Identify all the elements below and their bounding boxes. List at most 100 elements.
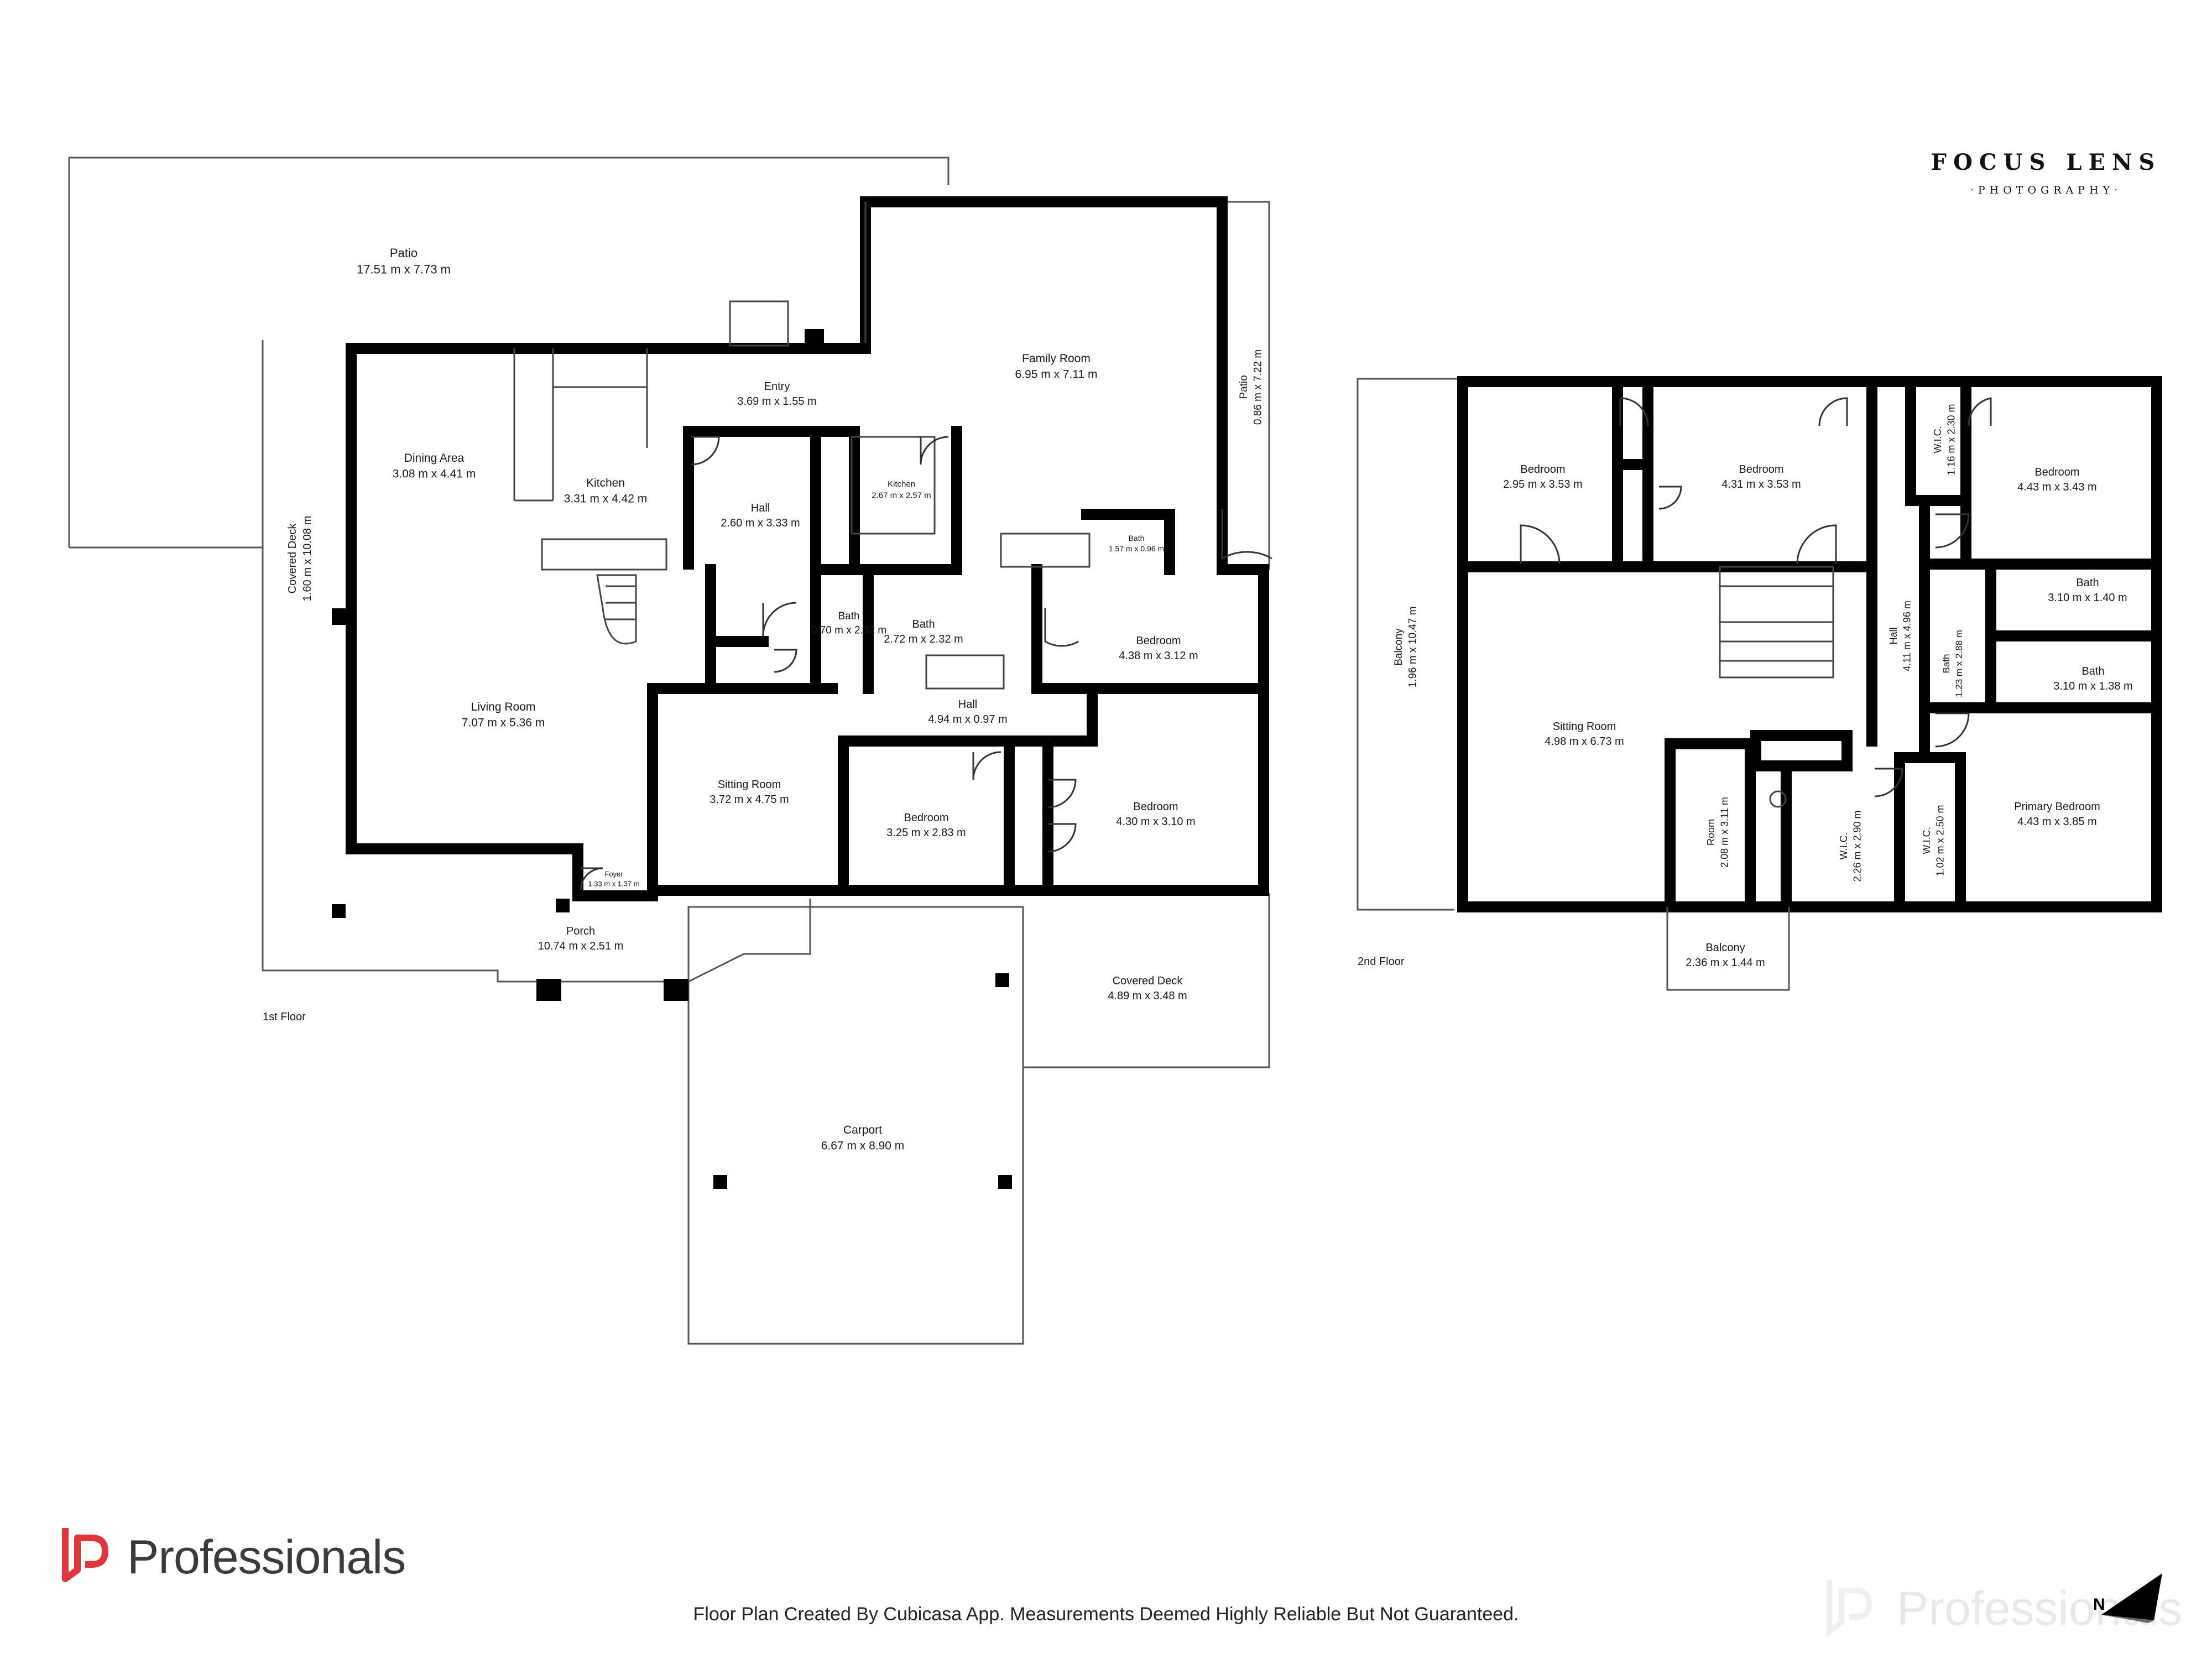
door [762,602,797,637]
room-label: W.I.C.1.16 m x 2.30 m [1932,404,1957,475]
wall-2f [1905,376,1971,506]
room-name: Living Room [471,701,536,713]
carport-outline [687,906,1024,1345]
room-dimensions: 0.70 m x 2.32 m [811,625,886,637]
room-name: Porch [566,925,595,937]
room-label: Bedroom 2.95 m x 3.53 m [1503,463,1582,491]
room-dimensions: 3.69 m x 1.55 m [737,395,816,408]
room-dimensions: 1.33 m x 1.37 m [588,880,639,888]
room-name: Primary Bedroom [2014,801,2100,813]
professionals-logo: Professionals [61,1524,415,1584]
door [1968,397,1992,426]
kitchen2-east [810,426,962,575]
room-dimensions: 1.60 m x 10.08 m [301,516,314,602]
room-name: Bath [1129,534,1145,542]
door [1047,823,1077,853]
door [972,751,1001,780]
room-dimensions: 2.60 m x 3.33 m [721,517,800,529]
door [691,436,720,466]
pillar [995,973,1009,987]
pillar [536,979,561,1001]
patio-outline [68,156,950,547]
room-dimensions: 1.16 m x 2.30 m [1945,404,1957,475]
room-dimensions: 2.95 m x 3.53 m [1503,478,1582,491]
room-label: Bath 1.57 m x 0.96 m [1109,534,1164,553]
counter [1000,533,1091,568]
room-label: W.I.C.1.02 m x 2.50 m [1921,805,1945,876]
room-name: Bath [2076,577,2099,589]
bathtub [925,654,1005,690]
north-arrow: N [2085,1568,2173,1629]
room-name: Kitchen [586,477,625,489]
room-name: Kitchen [888,479,915,489]
room-name: Dining Area [404,452,465,465]
room-name: Bath [2081,665,2104,677]
brand-subtitle: ·PHOTOGRAPHY· [1970,184,2122,196]
room-name: Bedroom [1520,463,1565,476]
room-dimensions: 4.11 m x 4.96 m [1901,601,1912,671]
room-label: Balcony 2.36 m x 1.44 m [1686,942,1765,969]
floor-name: 1st Floor [263,1011,306,1023]
room-dimensions: 2.36 m x 1.44 m [1686,957,1765,969]
room-dimensions: 4.31 m x 3.53 m [1721,478,1801,491]
room-dimensions: 4.30 m x 3.10 m [1116,816,1195,828]
brand-name: FOCUS LENS [1931,149,2162,175]
room-name: Foyer [604,870,623,878]
south-wall [647,885,1031,901]
foyer-wall [572,683,838,901]
room-name: W.I.C. [1921,827,1932,854]
room-name: Hall [1888,627,1899,644]
room-name: Family Room [1022,352,1091,365]
balcony-small-outline [1666,907,1790,991]
hall-walls [683,426,860,575]
wall-2f [1750,730,1853,771]
pillar [713,1175,727,1189]
room-dimensions: 10.74 m x 2.51 m [538,940,624,952]
room-dimensions: 3.72 m x 4.75 m [709,794,789,806]
stair [596,574,637,645]
room-name: Patio [1238,375,1250,399]
room-dimensions: 6.95 m x 7.11 m [1015,368,1097,380]
room-name: Balcony [1705,942,1745,954]
room-name: Entry [764,380,790,393]
small-bath-walls [1081,509,1175,575]
room-name: Room [1705,819,1717,846]
room-dimensions: 1.57 m x 0.96 m [1109,544,1164,553]
pillar [556,899,570,912]
side-patio-outline [1222,201,1270,570]
island [541,538,667,571]
disclaimer: Floor Plan Created By Cubicasa App. Meas… [693,1604,1519,1625]
room-name: Hall [751,502,770,514]
second-floor-plan [1357,376,2162,991]
door [1619,397,1649,426]
room-label: Foyer 1.33 m x 1.37 m [588,870,639,888]
room-name: Bath [1941,654,1952,674]
door [1818,397,1848,426]
watermark-icon [1827,1580,1872,1637]
door [1935,513,1970,549]
pillar [332,904,346,918]
covered-deck-2-outline [1022,893,1270,1068]
room-name: Bath [912,618,935,630]
door [1935,712,1970,748]
hall-inner [705,564,769,694]
door [1658,486,1682,510]
pillar [998,1175,1012,1189]
bedroom1-walls [1031,564,1269,694]
